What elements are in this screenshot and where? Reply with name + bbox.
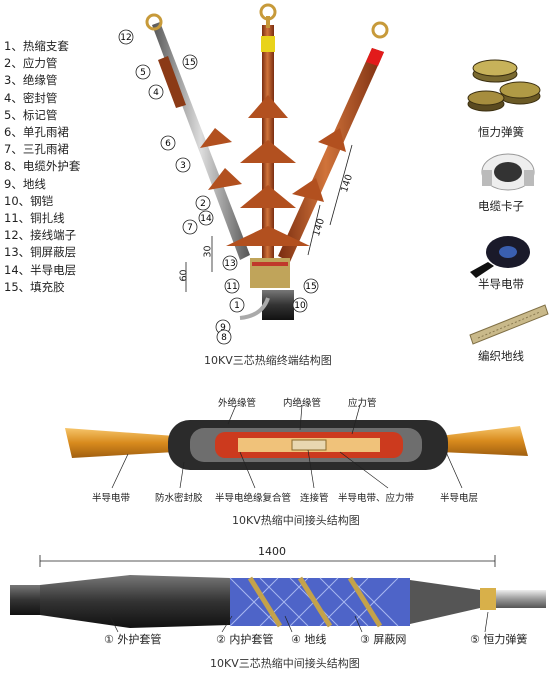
callout-number: 11: [226, 282, 237, 292]
taper-right: [410, 580, 480, 624]
mesh-section: [230, 578, 410, 626]
joint-composite-label: 半导电绝缘复合管: [215, 493, 292, 504]
callout-circle: [222, 255, 238, 271]
callout-circle: [148, 84, 164, 100]
mesh-lines: [229, 577, 399, 627]
callout-number: 8: [221, 333, 227, 343]
joint-connector-label: 连接管: [300, 493, 329, 504]
joint-caption: 10KV热缩中间接头结构图: [232, 514, 360, 527]
callout-circle: [224, 278, 240, 294]
legend-item: 12、接线端子: [4, 228, 77, 243]
joint-semi-left-label: 半导电带: [92, 493, 131, 504]
callout-circle: [198, 210, 214, 226]
legend-item: 13、铜屏蔽层: [4, 245, 77, 260]
braid-image: [469, 304, 549, 345]
clamp-image: [481, 153, 535, 191]
j3-label-4: ④ 地线: [291, 633, 327, 646]
callout-circle: [118, 29, 134, 45]
legend-item: 4、密封管: [4, 90, 58, 105]
callout-number: 4: [153, 88, 159, 98]
callout-circle: [292, 297, 308, 313]
legend-item: 7、三孔雨裙: [4, 142, 69, 157]
length-dim: [39, 555, 496, 567]
callout-number: 1: [234, 301, 240, 311]
joint-outer-label: 外绝缘管: [218, 398, 257, 409]
callout-number: 15: [184, 58, 195, 68]
callout-number: 9: [220, 323, 226, 333]
legend-item: 1、热缩支套: [4, 39, 69, 53]
legend-item: 9、地线: [4, 176, 46, 191]
left-core: [145, 13, 250, 260]
joint-seal-label: 防水密封胶: [155, 493, 203, 504]
joint-inner-label: 内绝缘管: [283, 398, 322, 409]
legend-item: 10、钢铠: [4, 193, 54, 208]
callout-circle: [175, 157, 191, 173]
callout-number: 2: [200, 199, 206, 209]
accessory-braid-label: 编织地线: [478, 349, 524, 363]
callout-circle: [160, 135, 176, 151]
three-core-caption: 10KV三芯热缩中间接头结构图: [210, 657, 360, 670]
legend: 1、热缩支套 2、应力管 3、绝缘管 4、密封管 5、标记管 6、单孔雨裙 7、三孔雨裙 8、…: [4, 38, 144, 296]
termination-caption: 10KV三芯热缩终端结构图: [204, 354, 332, 367]
callout-circle: [182, 219, 198, 235]
callout-number: 3: [180, 161, 186, 171]
ground-wire: [247, 576, 383, 628]
rain-sheds: [200, 95, 346, 246]
j3-label-1: ① 外护套管: [104, 633, 162, 646]
tape-image: [470, 236, 530, 278]
joint-semi-right-label: 半导电层: [440, 493, 479, 504]
accessory-spring-label: 恒力弹簧: [478, 125, 524, 139]
accessory-clamp-label: 电缆卡子: [478, 199, 524, 213]
callout-number: 5: [140, 68, 146, 78]
legend-item: 14、半导电层: [4, 262, 77, 277]
callout-number: 15: [305, 282, 316, 292]
callout-circle: [303, 278, 319, 294]
joint-cable-right: [440, 426, 528, 456]
j3-label-2: ② 内护套管: [216, 633, 274, 646]
callout-circle: [135, 64, 151, 80]
length-1400: 1400: [258, 545, 286, 558]
callout-number: 14: [200, 214, 212, 224]
callout-number: 7: [187, 223, 193, 233]
callout-circle: [229, 297, 245, 313]
legend-item: 5、标记管: [4, 107, 58, 122]
callout-number: 10: [294, 301, 306, 311]
callout-circle: [216, 329, 232, 345]
legend-item: 11、铜扎线: [4, 211, 65, 226]
callout-circle: [195, 195, 211, 211]
callout-circle: [182, 54, 198, 70]
callout-number: 12: [120, 33, 131, 43]
spring-image: [467, 59, 541, 112]
joint-connector: [291, 439, 327, 451]
accessory-tape-label: 半导电带: [478, 277, 524, 291]
callout-number: 6: [165, 139, 171, 149]
outer-sheath: [40, 575, 230, 628]
three-cable-left: [10, 585, 40, 615]
legend-item: 2、应力管: [4, 56, 58, 71]
legend-item: 15、填充胶: [4, 279, 65, 294]
dim-lines: [185, 144, 353, 292]
breakout-base: [239, 258, 294, 320]
j3-label-5: ⑤ 恒力弹簧: [470, 633, 528, 646]
spring-right: [480, 588, 496, 610]
joint-tape-label: 半导电带、应力带: [338, 493, 415, 504]
legend-item: 6、单孔雨裙: [4, 125, 69, 140]
legend-item: 3、绝缘管: [4, 73, 58, 88]
right-core: [278, 21, 389, 262]
callout-number: 13: [224, 259, 235, 269]
termination-callouts: 12 15 54 6 3 2 14 7 13 11 15 1 10 98: [118, 29, 319, 345]
j3-label-3: ③ 屏蔽网: [360, 633, 407, 646]
joint-stress-label: 应力管: [348, 398, 377, 409]
three-cable-right: [496, 590, 546, 608]
joint-cable-left: [65, 428, 175, 458]
legend-item: 8、电缆外护套: [4, 159, 81, 174]
